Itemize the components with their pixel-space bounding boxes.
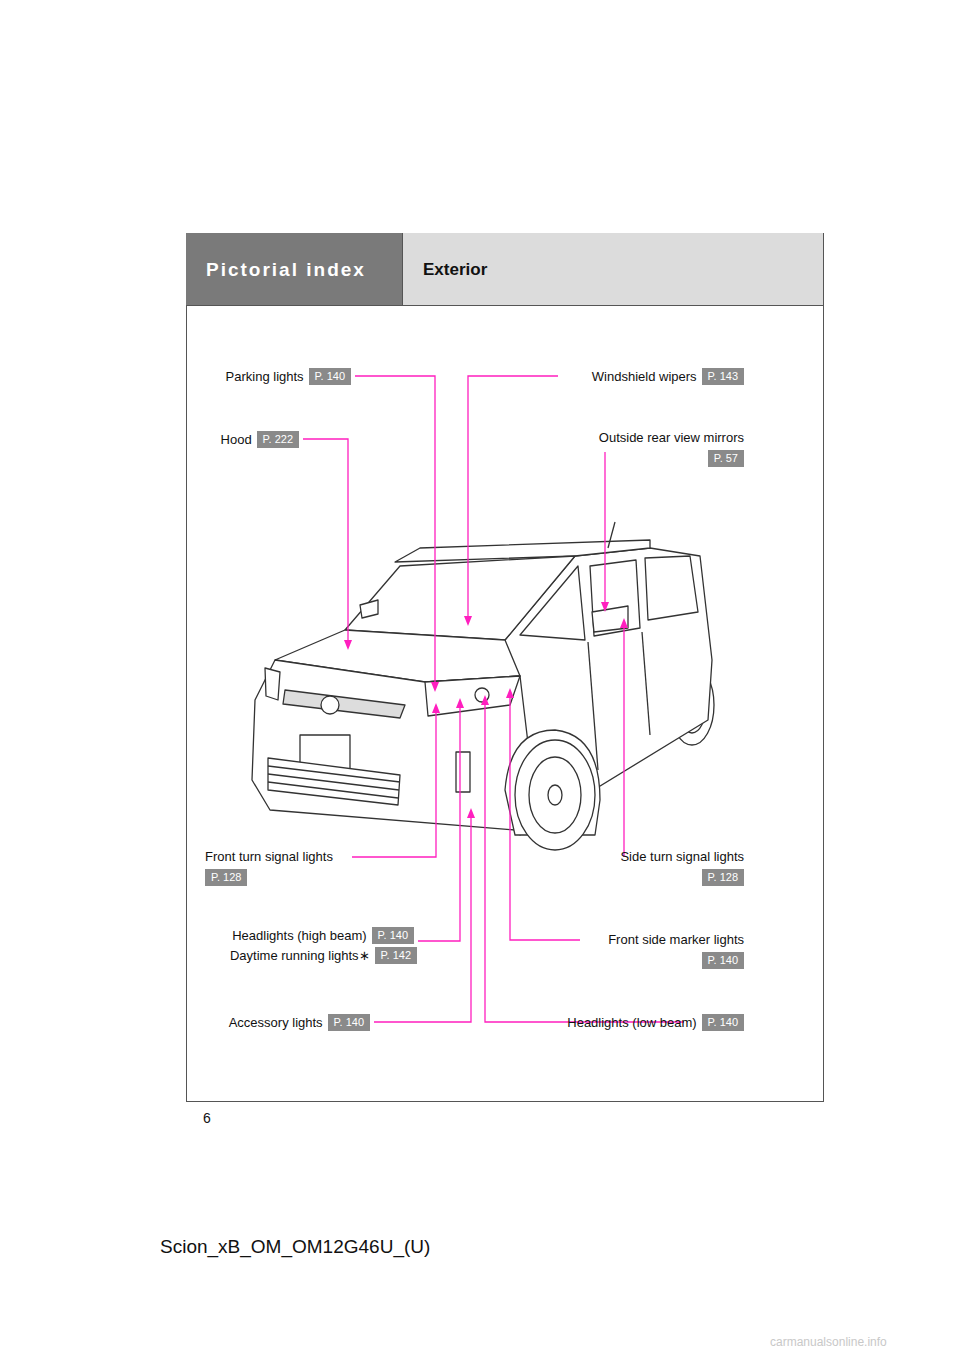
callout-label: Daytime running lights∗ P. 142 bbox=[230, 947, 417, 964]
part-name: Hood bbox=[221, 432, 252, 447]
page-reference: P. 57 bbox=[708, 450, 744, 467]
page-reference: P. 140 bbox=[309, 368, 351, 385]
page-reference: P. 222 bbox=[257, 431, 299, 448]
page-reference: P. 142 bbox=[375, 947, 417, 964]
page-reference: P. 140 bbox=[328, 1014, 370, 1031]
page-reference: P. 128 bbox=[205, 869, 247, 886]
part-name: Side turn signal lights bbox=[620, 849, 744, 864]
callout-label: Hood P. 222 bbox=[221, 431, 299, 448]
part-name: Daytime running lights∗ bbox=[230, 948, 370, 963]
part-name: Front side marker lights bbox=[608, 932, 744, 947]
callout-label: Headlights (low beam) P. 140 bbox=[567, 1014, 744, 1031]
part-name: Windshield wipers bbox=[592, 369, 697, 384]
callout-label: Windshield wipers P. 143 bbox=[592, 368, 744, 385]
callout-label: Front side marker lights P. 140 bbox=[608, 932, 744, 969]
header-band: Exterior bbox=[402, 233, 823, 305]
part-name: Headlights (high beam) bbox=[232, 928, 366, 943]
page-reference: P. 140 bbox=[702, 952, 744, 969]
callout-label: Side turn signal lights P. 128 bbox=[620, 849, 744, 886]
callout-label: Accessory lights P. 140 bbox=[229, 1014, 370, 1031]
header-band: Pictorial index bbox=[186, 233, 402, 305]
callout-label: Headlights (high beam) P. 140 bbox=[232, 927, 414, 944]
part-name: Accessory lights bbox=[229, 1015, 323, 1030]
part-name: Outside rear view mirrors bbox=[599, 430, 744, 445]
document-code: Scion_xB_OM_OM12G46U_(U) bbox=[160, 1236, 430, 1258]
page-reference: P. 143 bbox=[702, 368, 744, 385]
part-name: Front turn signal lights bbox=[205, 849, 333, 864]
page-reference: P. 140 bbox=[372, 927, 414, 944]
page-reference: P. 140 bbox=[702, 1014, 744, 1031]
callout-label: Outside rear view mirrors P. 57 bbox=[599, 430, 744, 467]
callout-label: Front turn signal lights P. 128 bbox=[205, 849, 333, 886]
page-number: 6 bbox=[203, 1110, 211, 1126]
part-name: Parking lights bbox=[226, 369, 304, 384]
header-text: Pictorial index bbox=[206, 262, 366, 277]
watermark: carmanualsonline.info bbox=[770, 1335, 887, 1349]
header-text: Exterior bbox=[423, 262, 487, 277]
part-name: Headlights (low beam) bbox=[567, 1015, 696, 1030]
callout-label: Parking lights P. 140 bbox=[226, 368, 351, 385]
page-reference: P. 128 bbox=[702, 869, 744, 886]
